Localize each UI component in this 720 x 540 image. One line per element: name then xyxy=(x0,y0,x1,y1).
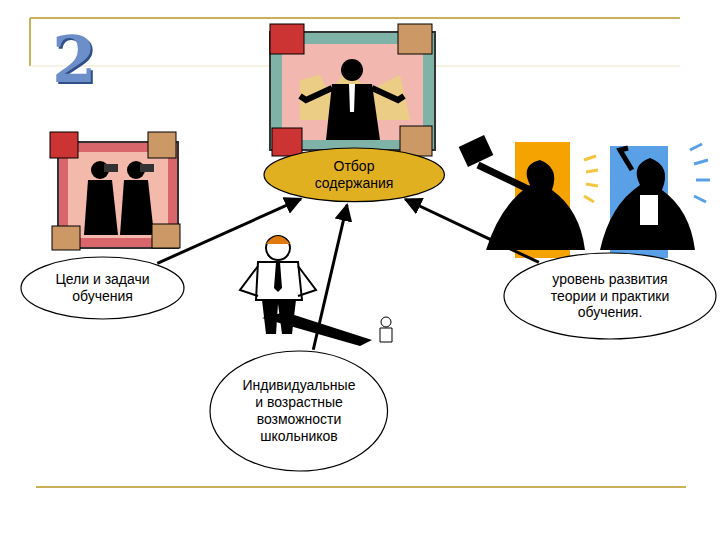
judge-scientist-picture xyxy=(459,135,710,258)
arrow-connector xyxy=(405,199,539,262)
arrow-connector xyxy=(157,199,301,264)
ellipse-node: уровень развития теории и практики обуче… xyxy=(503,252,717,340)
businessman-picture xyxy=(270,24,435,156)
slide-number: 2 xyxy=(52,22,97,97)
ellipse-node: Индивидуальные и возрастные возможности … xyxy=(209,350,389,472)
node-label: Индивидуальные и возрастные возможности … xyxy=(240,377,358,444)
slide-frame xyxy=(30,18,686,487)
node-label: уровень развития теории и практики обуче… xyxy=(545,271,675,321)
binoculars-picture xyxy=(50,132,180,250)
node-label: Отбор содержания xyxy=(294,158,414,192)
ellipse-node: Цели и задачи обучения xyxy=(20,256,185,320)
arrow-connector xyxy=(313,205,347,350)
pupil-picture xyxy=(240,236,392,346)
node-label: Цели и задачи обучения xyxy=(53,271,153,305)
ellipse-node: Отбор содержания xyxy=(263,147,445,203)
